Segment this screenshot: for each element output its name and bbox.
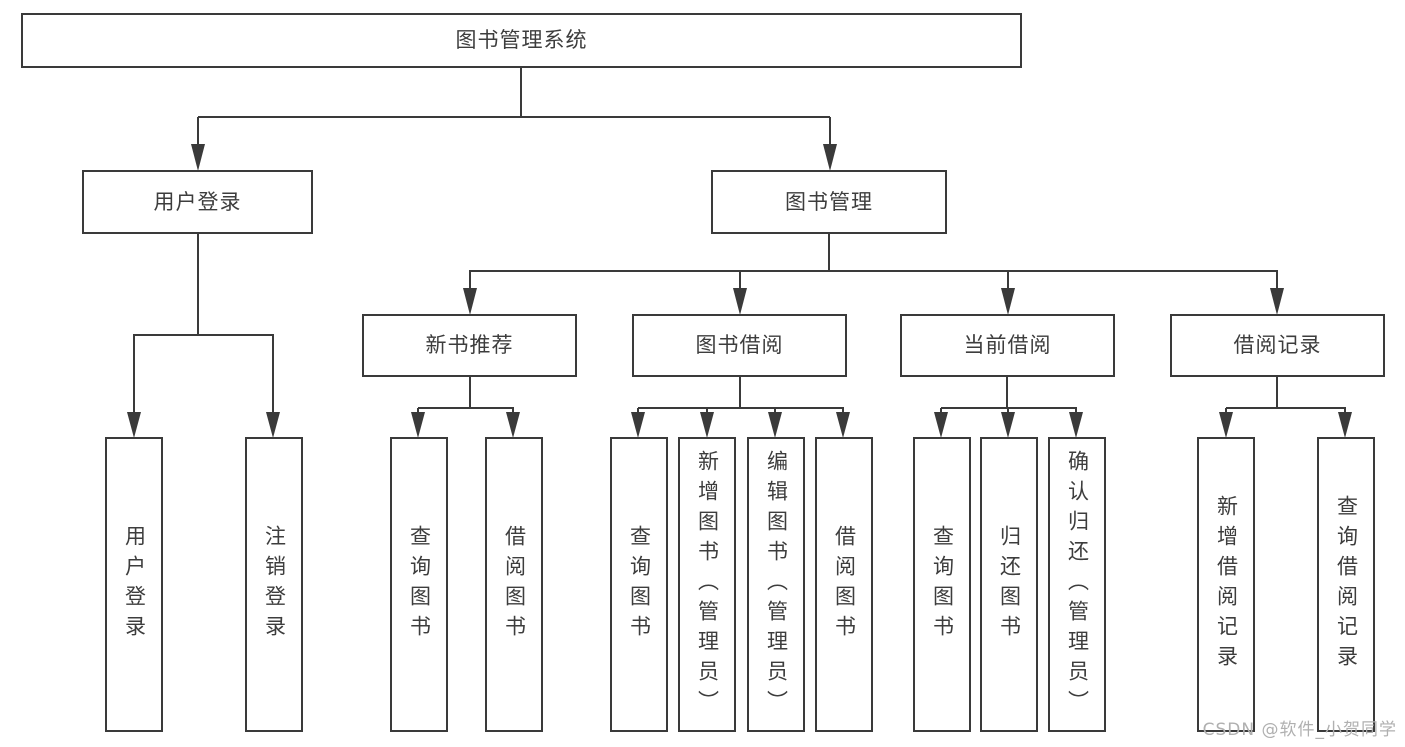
leaf-logout-label: 注销登录 bbox=[262, 524, 287, 645]
node-book-management: 图书管理 bbox=[711, 170, 947, 234]
node-borrow-records-label: 借阅记录 bbox=[1233, 333, 1322, 357]
node-current-borrow-label: 当前借阅 bbox=[963, 333, 1052, 357]
leaf-borrow-books-recommend-label: 借阅图书 bbox=[502, 524, 527, 645]
leaf-query-borrow-record: 查询借阅记录 bbox=[1317, 437, 1375, 732]
watermark: CSDN @软件_小贺同学 bbox=[1202, 720, 1397, 740]
leaf-borrow-books-label: 借阅图书 bbox=[832, 524, 857, 645]
node-new-book-recommend-label: 新书推荐 bbox=[425, 333, 514, 357]
leaf-query-books-recommend-label: 查询图书 bbox=[407, 524, 432, 645]
node-new-book-recommend: 新书推荐 bbox=[362, 314, 577, 377]
leaf-query-books-borrow: 查询图书 bbox=[610, 437, 668, 732]
leaf-add-books-admin-label: 新增图书（管理员） bbox=[695, 449, 720, 720]
leaf-logout: 注销登录 bbox=[245, 437, 303, 732]
leaf-query-books-current: 查询图书 bbox=[913, 437, 971, 732]
leaf-edit-books-admin: 编辑图书（管理员） bbox=[747, 437, 805, 732]
leaf-edit-books-admin-label: 编辑图书（管理员） bbox=[764, 449, 789, 720]
leaf-add-books-admin: 新增图书（管理员） bbox=[678, 437, 736, 732]
leaf-return-books-label: 归还图书 bbox=[997, 524, 1022, 645]
leaf-query-books-recommend: 查询图书 bbox=[390, 437, 448, 732]
leaf-add-borrow-record-label: 新增借阅记录 bbox=[1214, 494, 1239, 675]
node-borrow-records: 借阅记录 bbox=[1170, 314, 1385, 377]
node-user-login-label: 用户登录 bbox=[153, 189, 242, 214]
node-book-management-label: 图书管理 bbox=[785, 189, 873, 214]
leaf-user-login-label: 用户登录 bbox=[122, 524, 147, 645]
leaf-return-books: 归还图书 bbox=[980, 437, 1038, 732]
leaf-query-books-current-label: 查询图书 bbox=[930, 524, 955, 645]
leaf-user-login: 用户登录 bbox=[105, 437, 163, 732]
node-book-borrow-label: 图书借阅 bbox=[695, 333, 784, 357]
leaf-query-books-borrow-label: 查询图书 bbox=[627, 524, 652, 645]
node-current-borrow: 当前借阅 bbox=[900, 314, 1115, 377]
node-book-borrow: 图书借阅 bbox=[632, 314, 847, 377]
leaf-borrow-books-recommend: 借阅图书 bbox=[485, 437, 543, 732]
node-user-login: 用户登录 bbox=[82, 170, 313, 234]
leaf-confirm-return-admin: 确认归还（管理员） bbox=[1048, 437, 1106, 732]
node-root-label: 图书管理系统 bbox=[455, 28, 588, 52]
leaf-add-borrow-record: 新增借阅记录 bbox=[1197, 437, 1255, 732]
leaf-query-borrow-record-label: 查询借阅记录 bbox=[1334, 494, 1359, 675]
leaf-borrow-books: 借阅图书 bbox=[815, 437, 873, 732]
node-root: 图书管理系统 bbox=[21, 13, 1022, 68]
leaf-confirm-return-admin-label: 确认归还（管理员） bbox=[1065, 449, 1090, 720]
